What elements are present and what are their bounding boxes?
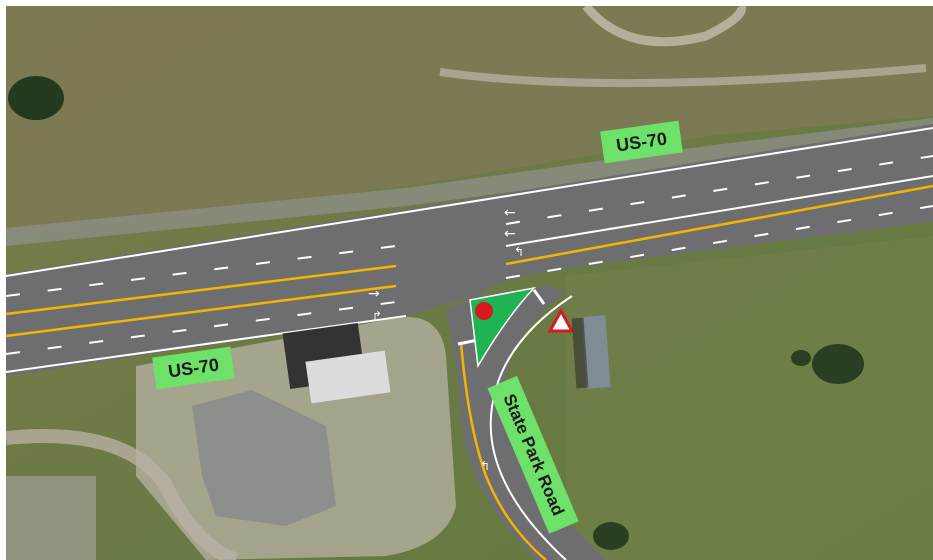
arrow-turn-1: ↰ [514, 245, 524, 259]
tree-cluster-left [8, 76, 64, 120]
gravel-path-top [439, 64, 927, 88]
store-building [192, 390, 336, 526]
frontage-road [6, 118, 933, 246]
lane-dash-5 [505, 205, 933, 279]
lane-dash-4 [505, 175, 933, 247]
terrain-field-right [566, 236, 933, 560]
center-line-west-2 [6, 284, 397, 338]
tree-bottom-right [593, 522, 629, 550]
us70-edge-line-top [6, 127, 933, 277]
state-park-road-center [459, 341, 547, 560]
arrow-west-1: ← [504, 205, 516, 221]
arrow-turn-3: ↰ [480, 459, 490, 473]
yield-triangle-marker[interactable] [547, 307, 575, 333]
state-park-road-surface [446, 286, 606, 560]
arrow-west-2: ← [504, 226, 516, 242]
shed-shadow [571, 317, 589, 389]
lane-dash-3 [505, 155, 933, 225]
tree-right-small [791, 350, 811, 366]
arrow-turn-2: ↱ [372, 309, 382, 323]
center-line-east [505, 184, 933, 266]
island-stop-bar [532, 289, 546, 305]
circle-marker[interactable] [475, 302, 493, 320]
aerial-map[interactable]: ← ← ↰ → ↱ ↰ US-70 US-70 State Park Road [6, 6, 933, 560]
us70-roadway [6, 124, 933, 376]
state-park-road-edge [489, 295, 573, 560]
us70-edge-line-bottom [6, 315, 407, 373]
terrain-dry-field [6, 6, 933, 236]
map-canvas: ← ← ↰ → ↱ ↰ [6, 6, 933, 560]
arrow-east-1: → [368, 286, 380, 302]
gravel-loop [582, 6, 746, 47]
tree-cluster-right [812, 344, 864, 384]
shed-building [581, 315, 611, 389]
pump-canopy [305, 350, 391, 404]
bottom-left-lot [6, 476, 96, 560]
center-line-west-1 [6, 264, 397, 316]
